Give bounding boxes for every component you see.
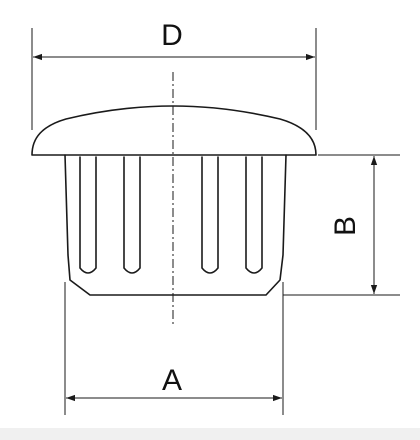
rib-slot <box>245 156 263 274</box>
dimension-label-b: B <box>329 216 362 236</box>
rib-slot <box>79 156 97 274</box>
cap-head <box>31 105 317 156</box>
dimension-d: D <box>31 19 317 130</box>
rib-slot <box>201 156 219 274</box>
rib-slot <box>123 156 141 274</box>
dimension-label-d: D <box>161 19 183 52</box>
bottom-strip <box>0 428 420 440</box>
dimension-a: A <box>64 282 284 415</box>
dimension-b: B <box>283 154 400 296</box>
rib-slots <box>79 156 263 274</box>
plug-body <box>64 154 287 296</box>
dimension-label-a: A <box>162 364 182 397</box>
